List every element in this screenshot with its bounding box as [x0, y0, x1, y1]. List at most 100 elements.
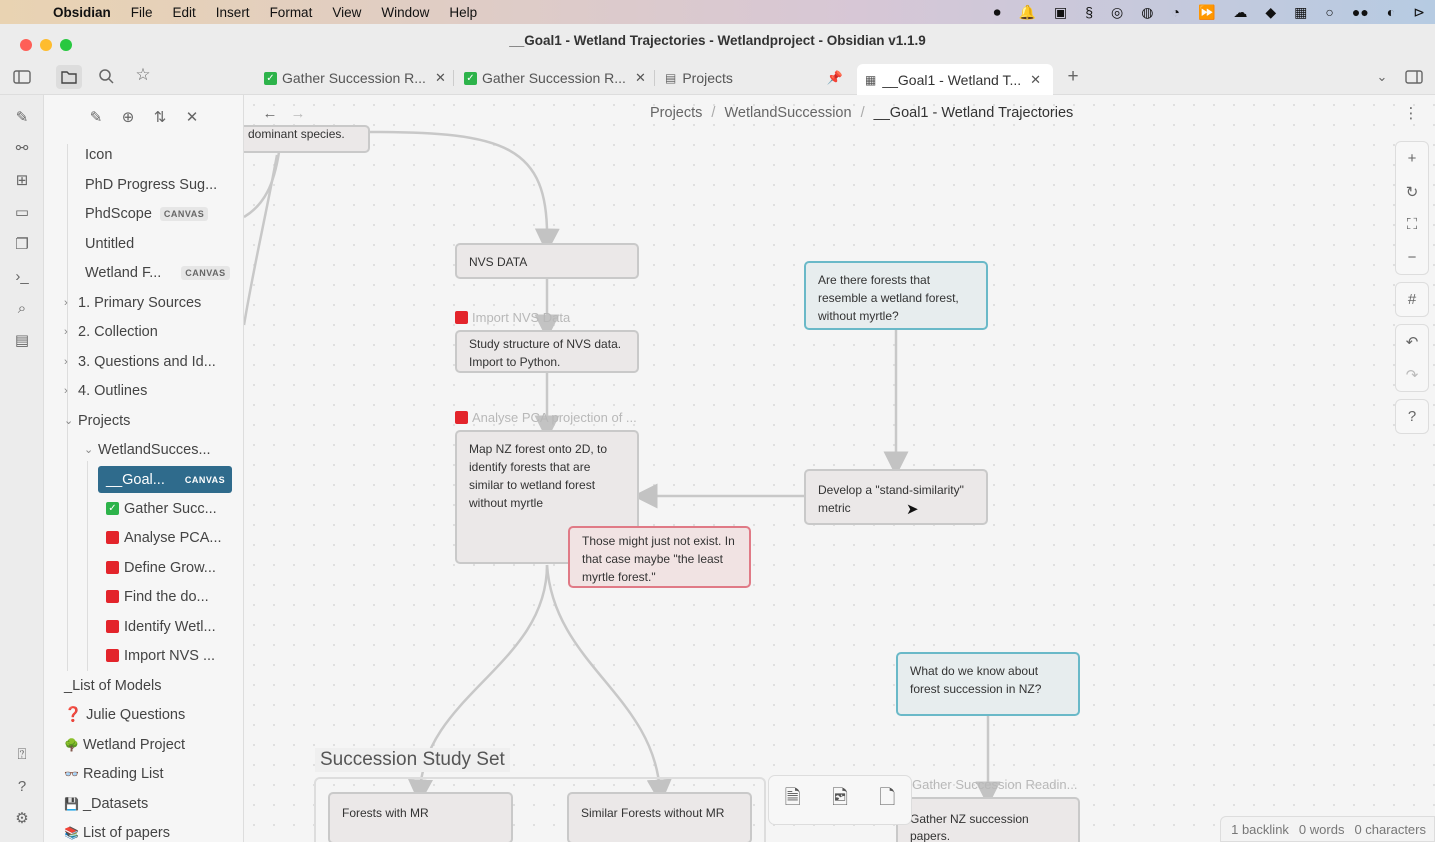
- canvas-node-question-succession[interactable]: What do we know about forest succession …: [896, 652, 1080, 716]
- glasses-icon[interactable]: ◍: [1141, 3, 1154, 20]
- minimize-window-button[interactable]: [40, 39, 52, 51]
- terminal-icon[interactable]: ›_: [15, 267, 29, 285]
- tab-4-active[interactable]: ▦ __Goal1 - Wetland T... ✕: [857, 64, 1053, 95]
- backlink-count[interactable]: 1 backlink: [1231, 821, 1289, 837]
- right-sidebar-toggle-icon[interactable]: [1404, 67, 1424, 87]
- close-icon[interactable]: ✕: [434, 70, 446, 85]
- section-icon[interactable]: §: [1085, 4, 1094, 20]
- cloud-icon[interactable]: ☁: [1233, 3, 1248, 20]
- file-define-grow[interactable]: Define Grow...: [106, 555, 216, 580]
- canvas-node-gather-papers[interactable]: Gather NZ succession papers.: [896, 797, 1080, 842]
- screen-icon[interactable]: ▣: [1054, 3, 1068, 20]
- menu-window[interactable]: Window: [381, 4, 430, 20]
- file-reading-list[interactable]: 👓Reading List: [64, 761, 164, 786]
- zoom-out-icon[interactable]: −: [1407, 249, 1417, 266]
- collapse-icon[interactable]: ✕: [185, 109, 199, 126]
- add-media-icon[interactable]: 🖻: [831, 787, 849, 809]
- sidebar-toggle-icon[interactable]: [12, 67, 32, 87]
- grid-icon[interactable]: ▦: [1294, 3, 1308, 20]
- more-options-icon[interactable]: ⋮: [1403, 105, 1419, 122]
- canvas-node-dominant-species[interactable]: dominant species.: [244, 125, 370, 153]
- zoom-in-icon[interactable]: +: [1407, 150, 1417, 167]
- file-icon-note[interactable]: Icon: [85, 142, 112, 167]
- close-window-button[interactable]: [20, 39, 32, 51]
- breadcrumb-projects[interactable]: Projects: [650, 105, 703, 121]
- file-wetland-project[interactable]: 🌳Wetland Project: [64, 732, 185, 757]
- folder-outlines[interactable]: ›4. Outlines: [64, 378, 147, 403]
- calendar-icon[interactable]: ▭: [14, 204, 30, 221]
- file-phd-progress[interactable]: PhD Progress Sug...: [85, 172, 217, 197]
- menu-app[interactable]: Obsidian: [53, 4, 111, 20]
- reset-zoom-icon[interactable]: ↻: [1405, 183, 1419, 201]
- file-goal-canvas-selected[interactable]: __Goal...CANVAS: [98, 466, 232, 493]
- new-note-icon[interactable]: ✎: [89, 109, 103, 126]
- vault-icon[interactable]: ⍰: [17, 745, 27, 763]
- breadcrumb-wetland-succession[interactable]: WetlandSuccession: [724, 105, 852, 121]
- canvas-node-similar-forests[interactable]: Similar Forests without MR: [567, 792, 752, 842]
- close-icon[interactable]: ✕: [634, 70, 646, 85]
- folder-primary-sources[interactable]: ›1. Primary Sources: [64, 290, 201, 315]
- file-julie-questions[interactable]: ❓Julie Questions: [64, 702, 185, 727]
- record-icon[interactable]: ⏺: [993, 3, 1001, 20]
- folder-projects[interactable]: ⌄Projects: [64, 408, 130, 433]
- file-untitled[interactable]: Untitled: [85, 231, 134, 256]
- file-datasets[interactable]: 💾_Datasets: [64, 791, 148, 816]
- canvas-node-study-structure[interactable]: Study structure of NVS data. Import to P…: [455, 330, 639, 373]
- group-label[interactable]: Succession Study Set: [315, 748, 510, 772]
- canvas-group-succession-study-set[interactable]: [314, 777, 766, 842]
- file-list-of-papers[interactable]: 📚List of papers: [64, 820, 170, 842]
- add-note-card-icon[interactable]: 🗎: [784, 787, 801, 809]
- back-arrow-icon[interactable]: ←: [262, 104, 278, 122]
- tab-2[interactable]: ✓ Gather Succession R... ✕: [456, 64, 654, 92]
- menu-file[interactable]: File: [130, 4, 153, 20]
- folder-icon[interactable]: [56, 65, 82, 89]
- zoom-window-button[interactable]: [60, 39, 72, 51]
- redo-icon[interactable]: ↷: [1405, 366, 1419, 384]
- chevron-down-icon[interactable]: ⌄: [1376, 69, 1388, 84]
- dropbox-icon[interactable]: ◆: [1265, 3, 1277, 20]
- sort-icon[interactable]: ⇅: [153, 109, 167, 126]
- fast-forward-icon[interactable]: ⏩: [1197, 3, 1216, 20]
- copy-icon[interactable]: ❐: [15, 236, 29, 253]
- circle-icon[interactable]: ○: [1325, 4, 1334, 20]
- file-list-of-models[interactable]: _List of Models: [64, 673, 162, 698]
- file-wetland-f[interactable]: Wetland F...CANVAS: [85, 260, 230, 285]
- menu-view[interactable]: View: [332, 4, 362, 20]
- canvas-node-nvs-data[interactable]: NVS DATA: [455, 243, 639, 279]
- pin-icon[interactable]: 📌: [826, 70, 843, 85]
- menu-insert[interactable]: Insert: [215, 4, 250, 20]
- canvas-node-might-not-exist[interactable]: Those might just not exist. In that case…: [568, 526, 751, 588]
- spiral-icon[interactable]: ◎: [1111, 3, 1124, 20]
- menu-edit[interactable]: Edit: [172, 4, 196, 20]
- file-edit-icon[interactable]: ✎: [15, 109, 29, 126]
- folder-questions[interactable]: ›3. Questions and Id...: [64, 349, 216, 374]
- canvas-node-question-forests[interactable]: Are there forests that resemble a wetlan…: [804, 261, 988, 330]
- graph-icon[interactable]: ⚯: [15, 140, 29, 157]
- canvas-node-stand-similarity[interactable]: Develop a "stand-similarity" metric: [804, 469, 988, 525]
- help-circle-icon[interactable]: ?: [1407, 408, 1417, 425]
- fit-screen-icon[interactable]: ⛶: [1406, 216, 1418, 233]
- canvas-node-forests-with-mr[interactable]: Forests with MR: [328, 792, 513, 842]
- gear-icon[interactable]: ⚙: [15, 810, 29, 827]
- dots-icon[interactable]: ●●: [1351, 4, 1369, 20]
- dashboard-icon[interactable]: ⊞: [15, 172, 29, 189]
- search-icon[interactable]: [96, 66, 116, 86]
- close-icon[interactable]: ✕: [1030, 71, 1042, 87]
- help-icon[interactable]: ?: [17, 777, 27, 795]
- new-tab-icon[interactable]: +: [1067, 66, 1079, 87]
- star-icon[interactable]: ☆: [135, 65, 151, 84]
- folder-wetland-succession[interactable]: ⌄WetlandSucces...: [84, 437, 211, 462]
- canvas-view[interactable]: ← → Projects / WetlandSuccession / __Goa…: [244, 95, 1435, 842]
- folder-collection[interactable]: ›2. Collection: [64, 319, 158, 344]
- layout-icon[interactable]: ▤: [14, 332, 30, 349]
- grid-snap-icon[interactable]: #: [1407, 291, 1417, 308]
- undo-icon[interactable]: ↶: [1405, 333, 1419, 351]
- tab-3[interactable]: ▤ Projects 📌: [657, 64, 847, 92]
- timer-icon[interactable]: ◔: [1171, 4, 1180, 20]
- brain-icon[interactable]: ◐: [1386, 4, 1396, 20]
- file-find-the-do[interactable]: Find the do...: [106, 584, 209, 609]
- menu-format[interactable]: Format: [269, 4, 313, 20]
- file-analyse-pca[interactable]: Analyse PCA...: [106, 525, 222, 550]
- file-import-nvs[interactable]: Import NVS ...: [106, 643, 215, 668]
- new-folder-icon[interactable]: ⊕: [121, 109, 135, 126]
